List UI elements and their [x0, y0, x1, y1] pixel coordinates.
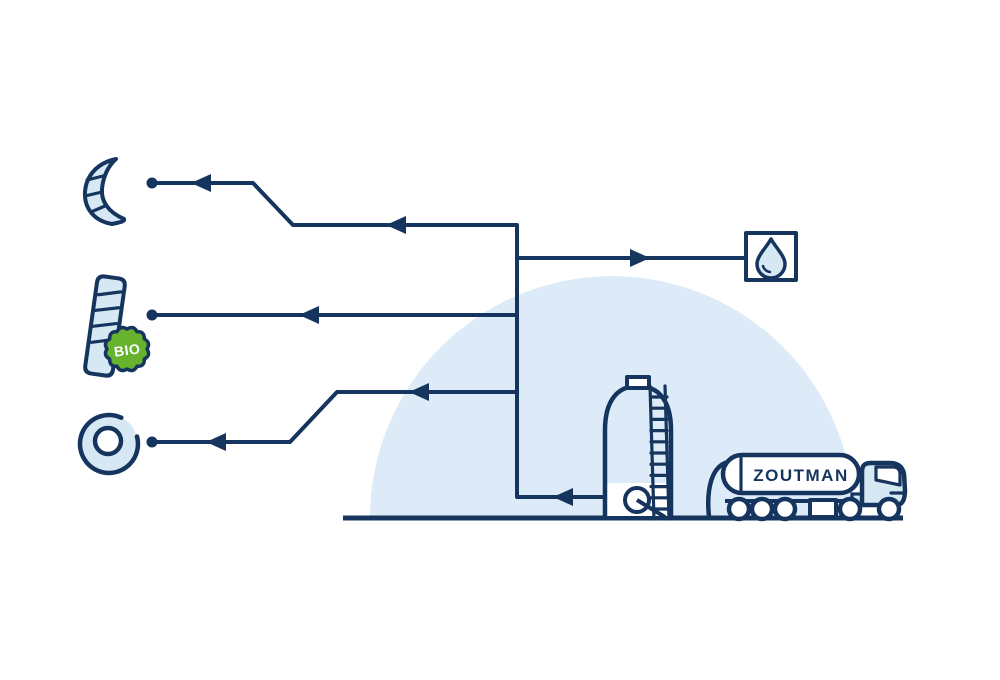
bio-baguette-icon: BIO [83, 274, 151, 378]
arrowhead-left-icon [409, 383, 429, 401]
truck-wheels [726, 496, 902, 522]
truck-tank-label: ZOUTMAN [753, 466, 848, 485]
water-drop-icon [744, 231, 798, 282]
silo-cap [625, 375, 651, 390]
donut-icon [77, 412, 141, 476]
line-start-dot [146, 309, 158, 321]
silo-ladder [648, 384, 671, 521]
tanker-truck-icon: ZOUTMAN [706, 452, 908, 522]
arrowhead-right-icon [630, 249, 650, 267]
truck-tank [720, 452, 862, 496]
croissant-icon [82, 157, 127, 226]
arrowhead-left-icon [191, 174, 211, 192]
bio-badge-label: BIO [113, 340, 141, 360]
arrowhead-left-icon [553, 488, 573, 506]
truck-cab [850, 460, 908, 508]
arrowhead-left-icon [299, 306, 319, 324]
line-start-dot [146, 436, 158, 448]
silo-gauge [623, 486, 667, 519]
bio-badge: BIO [103, 325, 151, 373]
arrowhead-left-icon [206, 433, 226, 451]
arrowhead-left-icon [386, 216, 406, 234]
truck-windshield [874, 465, 902, 487]
truck-toolbox [808, 498, 838, 519]
flow-network [146, 174, 746, 506]
line-start-dot [146, 177, 158, 189]
storage-silo-icon [602, 375, 674, 521]
